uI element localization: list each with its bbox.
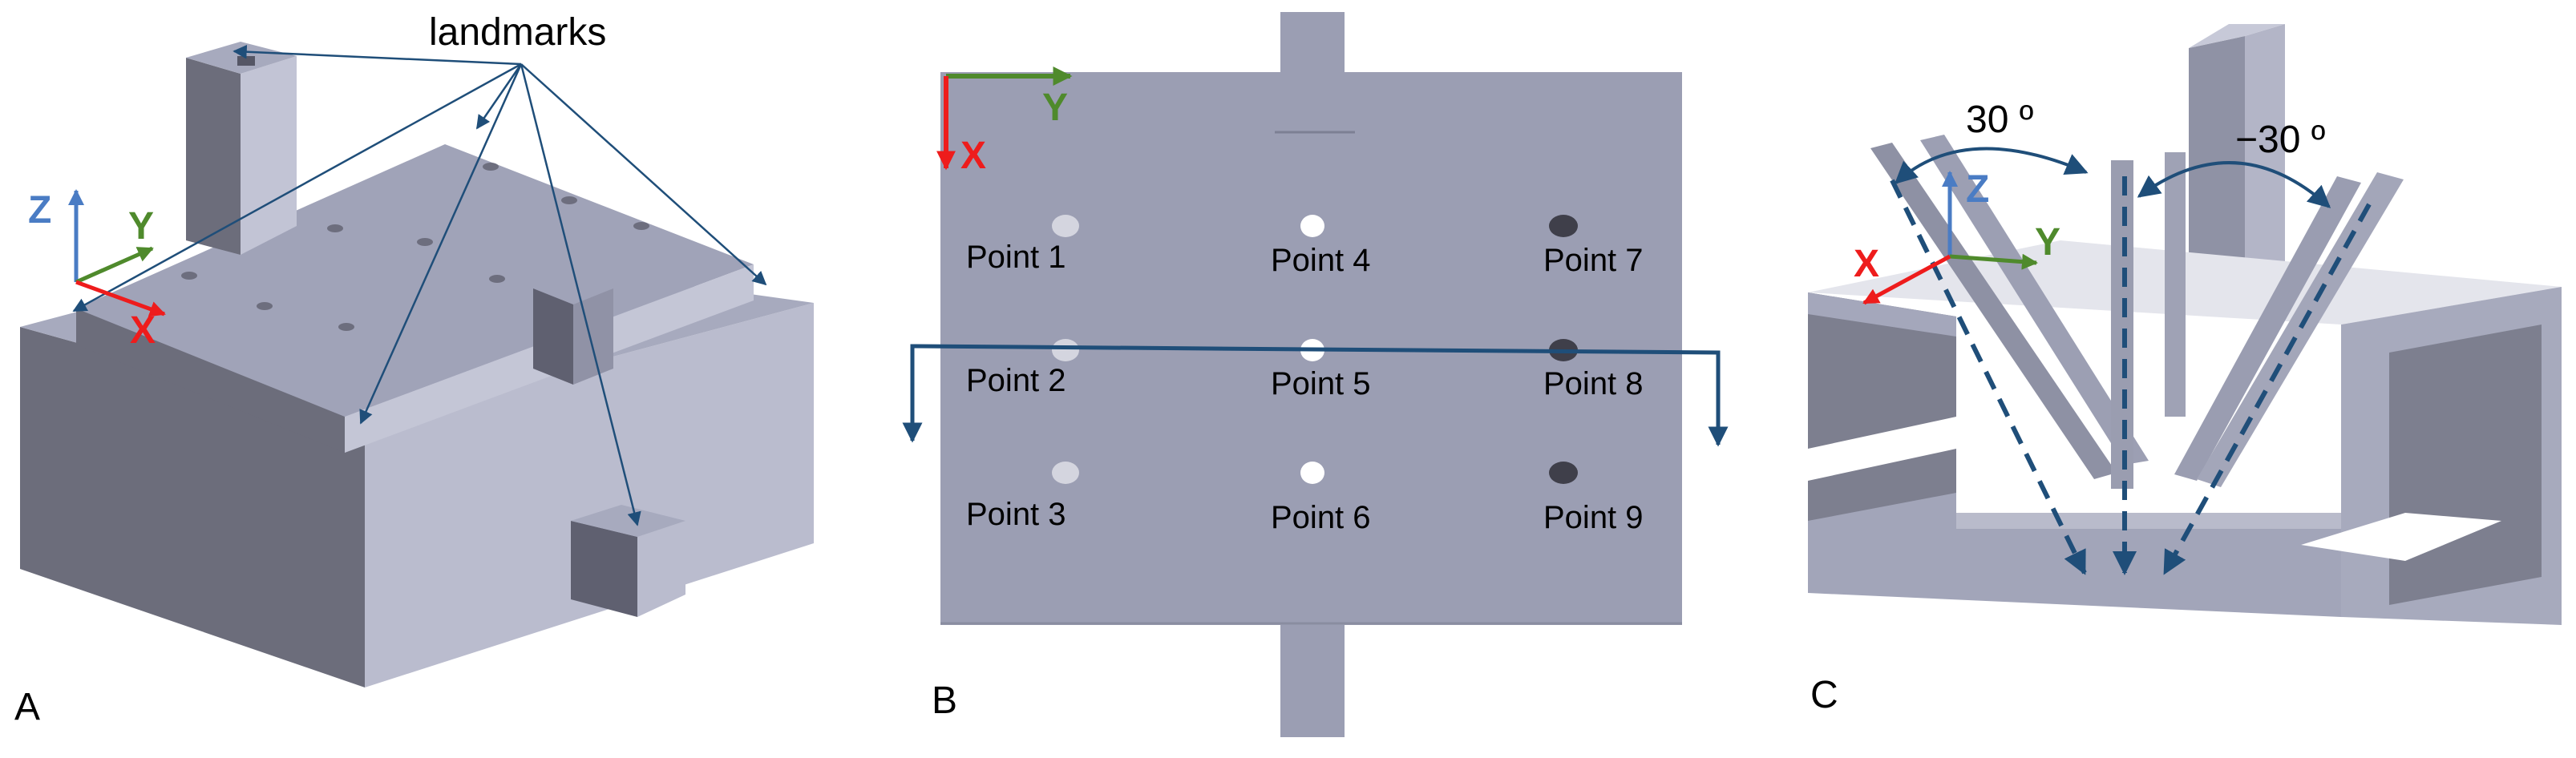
axis-x-label-c: X xyxy=(1854,243,1879,285)
dashed-guides xyxy=(1890,176,2372,575)
point-label: Point 6 xyxy=(1271,500,1371,535)
point-label: Point 4 xyxy=(1271,243,1371,278)
axis-frame-c: Z Y X xyxy=(1854,168,2060,305)
point-label: Point 9 xyxy=(1543,500,1644,535)
point-label: Point 2 xyxy=(966,363,1066,398)
axis-z-label-c: Z xyxy=(1966,168,1989,211)
plate-holes xyxy=(181,163,649,331)
box-front-left xyxy=(1808,292,1956,337)
panel-b: Point 1 Point 2 Point 3 Point 4 Point 5 … xyxy=(902,12,1729,737)
axis-x-label-b: X xyxy=(960,135,986,177)
panel-letter-c: C xyxy=(1810,674,1838,716)
panel-a: landmarks Z Y X A xyxy=(14,11,814,728)
point-label: Point 5 xyxy=(1271,366,1371,401)
tower-c xyxy=(2189,36,2245,280)
notch-front xyxy=(533,288,573,385)
small-block-front xyxy=(571,521,637,617)
axis-z-label-a: Z xyxy=(28,189,51,232)
angled-rods xyxy=(1870,135,2404,489)
axis-frame-b: Y X xyxy=(936,67,1073,177)
point-label: Point 8 xyxy=(1543,366,1644,401)
tower-top-hole xyxy=(237,56,255,66)
upper-plate-front xyxy=(76,308,345,453)
notch-side xyxy=(573,288,613,385)
axis-frame-a: Z Y X xyxy=(28,189,166,352)
point-label: Point 3 xyxy=(966,497,1066,532)
point-label: Point 7 xyxy=(1543,243,1644,278)
landmarks-label: landmarks xyxy=(429,11,606,54)
landmark-callout-lines xyxy=(72,44,767,526)
small-block-side xyxy=(637,521,685,617)
panel-c: 30 º −30 º Z Y X C xyxy=(1808,24,2562,716)
point-labels: Point 1 Point 2 Point 3 Point 4 Point 5 … xyxy=(966,240,1644,535)
bottom-tab xyxy=(1280,623,1345,737)
panel-letter-b: B xyxy=(932,679,957,722)
section-line xyxy=(902,344,1729,447)
axis-y-label-c: Y xyxy=(2035,221,2060,264)
tower-side xyxy=(241,56,297,255)
box-left-wall xyxy=(1808,292,1956,545)
point-label: Point 1 xyxy=(966,240,1066,275)
axis-x-label-a: X xyxy=(130,309,156,352)
angle-label-left: 30 º xyxy=(1966,99,2033,141)
angle-label-right: −30 º xyxy=(2235,119,2325,161)
angle-arcs xyxy=(1894,147,2331,208)
plate-holes-b xyxy=(1052,215,1578,484)
axis-y-label-a: Y xyxy=(128,205,154,248)
axis-y-label-b: Y xyxy=(1042,87,1068,129)
upper-plate-top xyxy=(76,144,754,417)
tower-front xyxy=(186,58,241,255)
panel-letter-a: A xyxy=(14,686,40,728)
tower-c-side xyxy=(2245,24,2285,280)
